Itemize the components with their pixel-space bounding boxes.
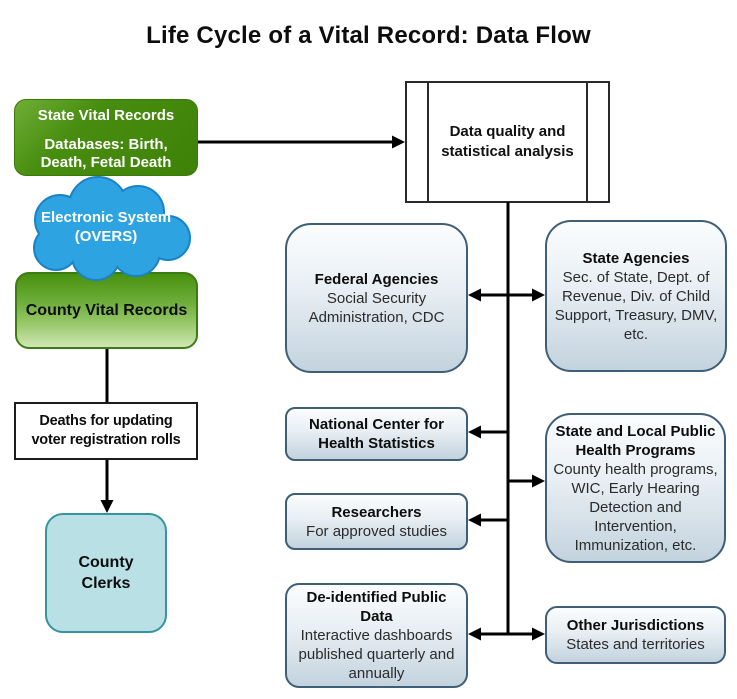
researchers-body: For approved studies	[306, 522, 447, 540]
state-vital-records-body: Databases: Birth, Death, Fetal Death	[40, 136, 172, 171]
node-federal-agencies: Federal Agencies Social Security Adminis…	[285, 223, 468, 373]
process-label: Data quality and statistical analysis	[441, 123, 574, 160]
deidentified-title: De-identified Public Data	[306, 589, 447, 625]
node-data-quality-process: Data quality and statistical analysis	[405, 81, 610, 203]
deidentified-body: Interactive dashboards published quarter…	[298, 627, 455, 682]
node-state-agencies: State Agencies Sec. of State, Dept. of R…	[545, 220, 727, 372]
state-local-title: State and Local Public Health Programs	[555, 422, 716, 459]
cloud-icon	[33, 176, 191, 281]
node-other-jurisdictions: Other Jurisdictions States and territori…	[545, 606, 726, 664]
node-deaths-note: Deaths for updating voter registration r…	[14, 402, 198, 460]
process-right-bar	[586, 83, 588, 201]
county-clerks-label: County Clerks	[78, 554, 134, 592]
researchers-title: Researchers	[331, 503, 422, 521]
state-vital-records-title: State Vital Records	[37, 107, 175, 124]
other-jurisdictions-title: Other Jurisdictions	[566, 617, 705, 634]
county-vital-records-title: County Vital Records	[25, 301, 188, 319]
node-state-vital-records: State Vital Records Databases: Birth, De…	[14, 99, 198, 176]
node-deidentified-public-data: De-identified Public Data Interactive da…	[285, 583, 468, 688]
state-agencies-body: Sec. of State, Dept. of Revenue, Div. of…	[554, 268, 718, 343]
node-state-local-public-health: State and Local Public Health Programs C…	[545, 413, 726, 563]
state-agencies-title: State Agencies	[582, 249, 690, 267]
node-county-vital-records: County Vital Records	[15, 272, 198, 349]
nchs-title: National Center for Health Statistics	[308, 416, 444, 452]
node-electronic-system: Electronic System (OVERS)	[18, 174, 194, 282]
page-title: Life Cycle of a Vital Record: Data Flow	[146, 22, 591, 49]
deaths-note-label: Deaths for updating voter registration r…	[31, 413, 181, 448]
federal-agencies-title: Federal Agencies	[314, 270, 439, 288]
node-national-center-health-statistics: National Center for Health Statistics	[285, 407, 468, 461]
federal-agencies-body: Social Security Administration, CDC	[308, 289, 445, 326]
other-jurisdictions-body: States and territories	[566, 636, 705, 653]
process-left-bar	[427, 83, 429, 201]
node-researchers: Researchers For approved studies	[285, 493, 468, 550]
state-local-body: County health programs, WIC, Early Heari…	[553, 460, 718, 554]
node-county-clerks: County Clerks	[45, 513, 167, 633]
electronic-system-label: Electronic System (OVERS)	[40, 209, 172, 245]
